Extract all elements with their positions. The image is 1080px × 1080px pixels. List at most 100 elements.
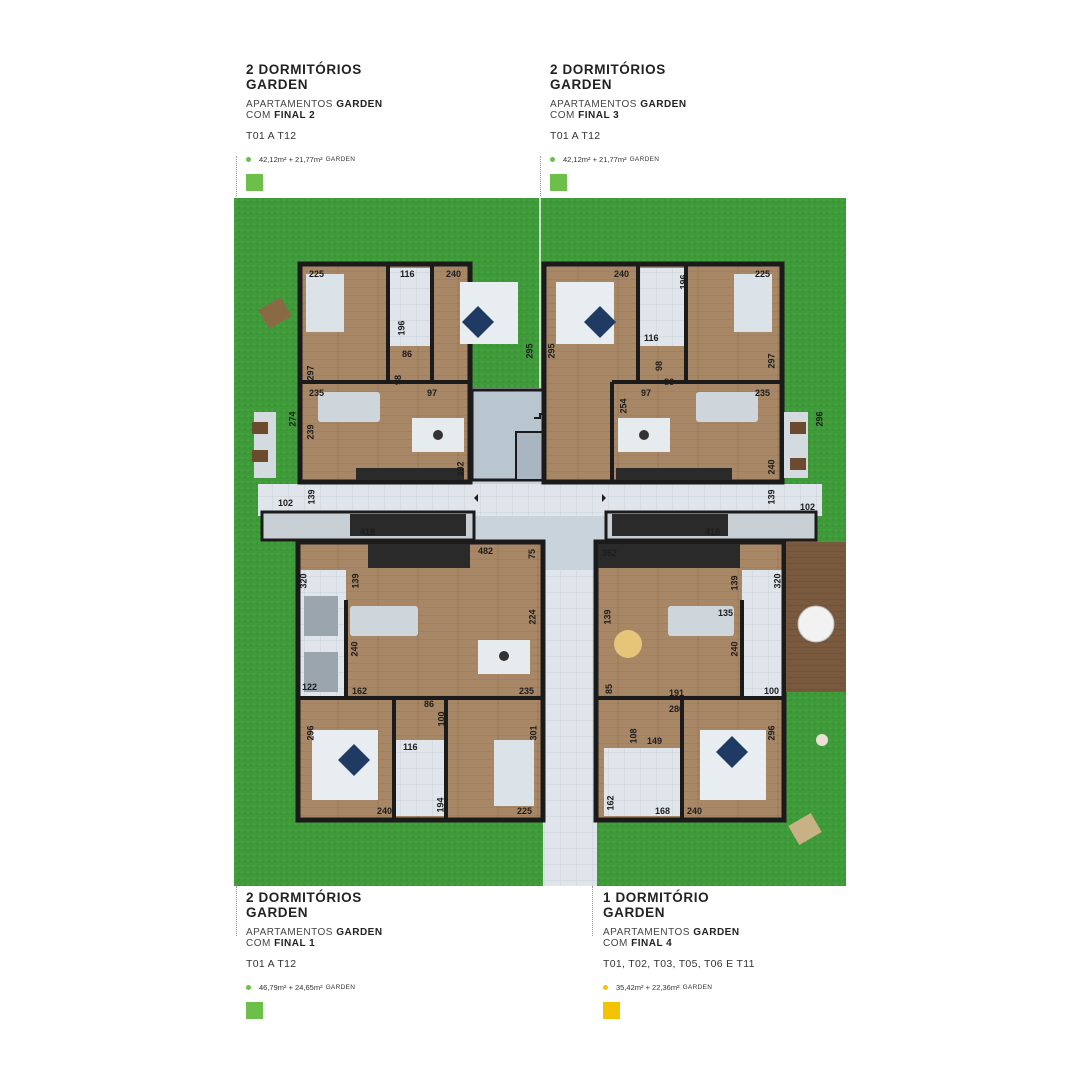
- unit-towers: T01 A T12: [246, 130, 297, 142]
- leader-line: [540, 156, 541, 196]
- dimension-label: 168: [655, 806, 671, 816]
- dimension-label: 162: [605, 795, 616, 811]
- dimension-label: 240: [377, 806, 393, 816]
- dimension-label: 116: [403, 742, 418, 752]
- dimension-label: 108: [628, 728, 639, 744]
- dimension-label: 240: [687, 806, 703, 816]
- dimension-label: 139: [306, 489, 317, 505]
- dimension-label: 139: [729, 575, 740, 591]
- dimension-label: 280: [669, 704, 685, 714]
- dimension-label: 85: [604, 683, 615, 695]
- dimension-label: 139: [766, 489, 777, 505]
- kitchen-counter: [598, 544, 740, 568]
- unit-color-swatch: [246, 174, 263, 191]
- dimension-label: 122: [302, 682, 318, 692]
- dimension-label: 362: [602, 548, 618, 558]
- dimension-label: 196: [396, 320, 407, 336]
- dimension-label: 191: [669, 688, 685, 698]
- dimension-label: 194: [435, 797, 446, 813]
- dimension-label: 274: [287, 411, 298, 427]
- dimension-label: 139: [602, 609, 613, 625]
- dimension-label: 240: [766, 459, 777, 475]
- dimension-label: 418: [360, 527, 376, 537]
- sofa: [696, 392, 758, 422]
- area-bullet-icon: [603, 985, 608, 990]
- garden-bench: [788, 812, 822, 846]
- kitchen-counter: [356, 468, 464, 480]
- apartment-final-4: [593, 539, 846, 823]
- dimension-label: 224: [527, 609, 538, 625]
- dimension-label: 116: [644, 333, 659, 343]
- dimension-label: 162: [352, 686, 368, 696]
- dimension-label: 296: [814, 411, 825, 427]
- apartment-final-3: [541, 261, 808, 485]
- single-bed: [494, 740, 534, 806]
- apartment-final-1: [295, 539, 546, 823]
- dimension-label: 320: [298, 573, 309, 589]
- dimension-label: 239: [305, 424, 316, 440]
- unit-towers: T01, T02, T03, T05, T06 E T11: [603, 958, 755, 970]
- area-bullet-icon: [550, 157, 555, 162]
- double-bed: [460, 282, 518, 344]
- dimension-label: 235: [309, 388, 325, 398]
- kitchen-counter: [368, 544, 470, 568]
- unit-color-swatch: [603, 1002, 620, 1019]
- dimension-label: 100: [436, 711, 447, 727]
- kitchen-counter: [616, 468, 732, 480]
- dimension-label: 240: [349, 641, 360, 657]
- dimension-label: 240: [729, 641, 740, 657]
- dimension-label: 135: [718, 608, 734, 618]
- dimension-label: 149: [647, 736, 663, 746]
- dimension-label: 235: [755, 388, 771, 398]
- dimension-label: 240: [446, 269, 462, 279]
- apartment-final-2: [252, 261, 518, 485]
- dimension-label: 86: [402, 349, 413, 359]
- sofa: [668, 606, 734, 636]
- dimension-label: 392: [455, 461, 466, 477]
- dimension-label: 418: [705, 527, 721, 537]
- leader-line: [592, 886, 593, 936]
- single-bed: [734, 274, 772, 332]
- round-dining-table: [614, 630, 642, 658]
- dimension-label: 98: [654, 360, 665, 372]
- dimension-label: 98: [393, 374, 404, 386]
- dimension-label: 139: [350, 573, 361, 589]
- unit-towers: T01 A T12: [550, 130, 601, 142]
- dimension-label: 240: [614, 269, 630, 279]
- sofa: [350, 606, 418, 636]
- arrow-right-icon: [602, 494, 606, 502]
- dimension-label: 482: [478, 546, 494, 556]
- single-bed: [306, 274, 344, 332]
- area-bullet-icon: [246, 985, 251, 990]
- sofa: [318, 392, 380, 422]
- leader-line: [236, 156, 237, 196]
- central-walkway: [543, 600, 597, 886]
- dimension-label: 75: [527, 548, 538, 560]
- dimension-label: 225: [517, 806, 533, 816]
- dimension-label: 225: [755, 269, 771, 279]
- dimension-label: 295: [546, 343, 557, 359]
- dimension-label: 235: [519, 686, 535, 696]
- dimension-label: 296: [766, 725, 777, 741]
- dimension-label: 102: [278, 498, 294, 508]
- unit-color-swatch: [246, 1002, 263, 1019]
- dimension-label: 297: [766, 353, 777, 369]
- dimension-label: 295: [524, 343, 535, 359]
- dimension-label: 225: [309, 269, 325, 279]
- leader-line: [236, 886, 237, 936]
- dimension-label: 297: [305, 365, 316, 381]
- dimension-label: 86: [664, 377, 675, 387]
- dimension-label: 97: [427, 388, 438, 398]
